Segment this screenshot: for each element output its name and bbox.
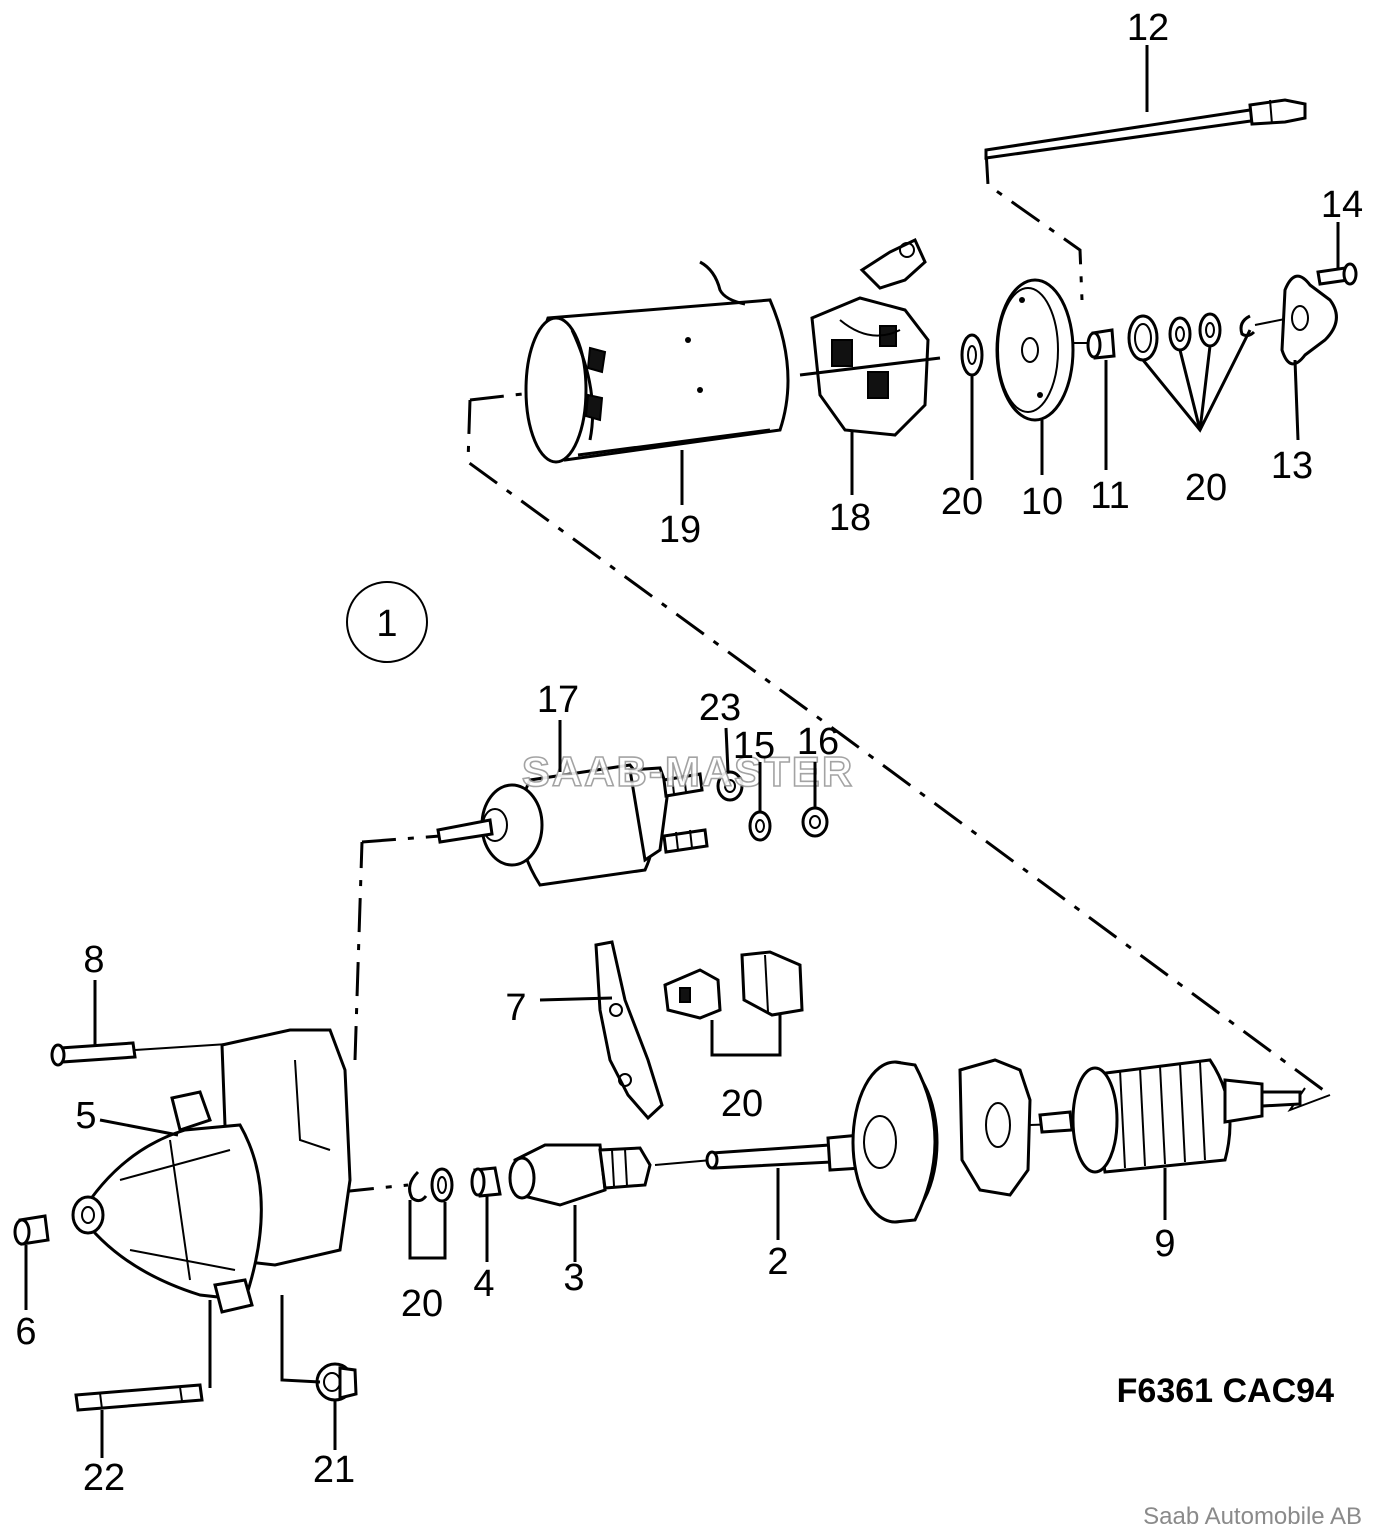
yoke-housing-19 (524, 260, 790, 464)
washer-20-upper (960, 333, 984, 377)
planet-gear-carrier (851, 1060, 939, 1224)
pinion-drive-3 (508, 1143, 652, 1207)
callout-20-washer: 20 (941, 481, 983, 523)
callout-14: 14 (1321, 184, 1363, 226)
callout-2: 2 (767, 1241, 788, 1283)
nut-23 (716, 770, 744, 802)
commutator-end-plate-10 (995, 278, 1075, 422)
bolt-8 (50, 1039, 291, 1067)
assembly-axis-lines (339, 149, 1331, 1194)
washer-15 (748, 810, 772, 842)
copyright-notice: Saab Automobile AB (1143, 1503, 1362, 1530)
callout-7: 7 (505, 987, 526, 1029)
callout-10: 10 (1021, 481, 1063, 523)
solenoid-17 (436, 763, 709, 887)
callout-16: 16 (797, 721, 839, 763)
pivot-parts-20 (663, 950, 804, 1020)
bush-11 (1086, 328, 1116, 360)
brush-holder-18 (799, 237, 941, 437)
intermediate-bearing-plate (958, 1058, 1032, 1197)
callout-20-pivot: 20 (721, 1083, 763, 1125)
armature-9 (1038, 1058, 1302, 1174)
watermark: SAAB-MASTER (521, 747, 854, 796)
intermediate-shaft-2 (705, 1133, 864, 1172)
stop-collar-4 (470, 1166, 502, 1198)
nut-21 (315, 1362, 358, 1402)
callout-20-circlip: 20 (401, 1283, 443, 1325)
through-bolt-12 (984, 98, 1307, 160)
callout-19: 19 (659, 509, 701, 551)
drive-end-bracket-5 (71, 1028, 352, 1314)
callout-3: 3 (563, 1257, 584, 1299)
washers-20-upper-set (1127, 312, 1256, 362)
engaging-lever-7 (594, 940, 664, 1121)
callout-5: 5 (75, 1095, 96, 1137)
callout-15: 15 (733, 725, 775, 767)
svg-text:1: 1 (376, 603, 397, 645)
callout-11: 11 (1090, 475, 1129, 517)
callout-22: 22 (83, 1457, 125, 1499)
callout-17: 17 (537, 679, 579, 721)
callout-9: 9 (1154, 1223, 1175, 1265)
leader-lines (24, 45, 1340, 1458)
callout-labels: 12 14 13 20 11 10 20 18 19 17 23 15 16 8… (15, 7, 1363, 1499)
callout-4: 4 (473, 1263, 494, 1305)
callout-13: 13 (1271, 445, 1313, 487)
nut-16 (801, 806, 829, 838)
callout-20-upper-set: 20 (1185, 467, 1227, 509)
figure-reference: F6361 CAC94 (1117, 1372, 1334, 1410)
callout-23: 23 (699, 687, 741, 729)
callout-12: 12 (1127, 7, 1169, 49)
callout-18: 18 (829, 497, 871, 539)
bush-6 (13, 1214, 50, 1246)
callout-8: 8 (83, 939, 104, 981)
screw-14 (1316, 262, 1358, 286)
svg-text:SAAB-MASTER: SAAB-MASTER (522, 748, 854, 795)
stud-22 (74, 1383, 204, 1412)
callout-6: 6 (15, 1311, 36, 1353)
group-marker: 1 (346, 581, 428, 663)
callout-21: 21 (313, 1449, 355, 1491)
end-cap-13 (1280, 274, 1338, 366)
circlip-ring-20-lower (408, 1167, 454, 1203)
